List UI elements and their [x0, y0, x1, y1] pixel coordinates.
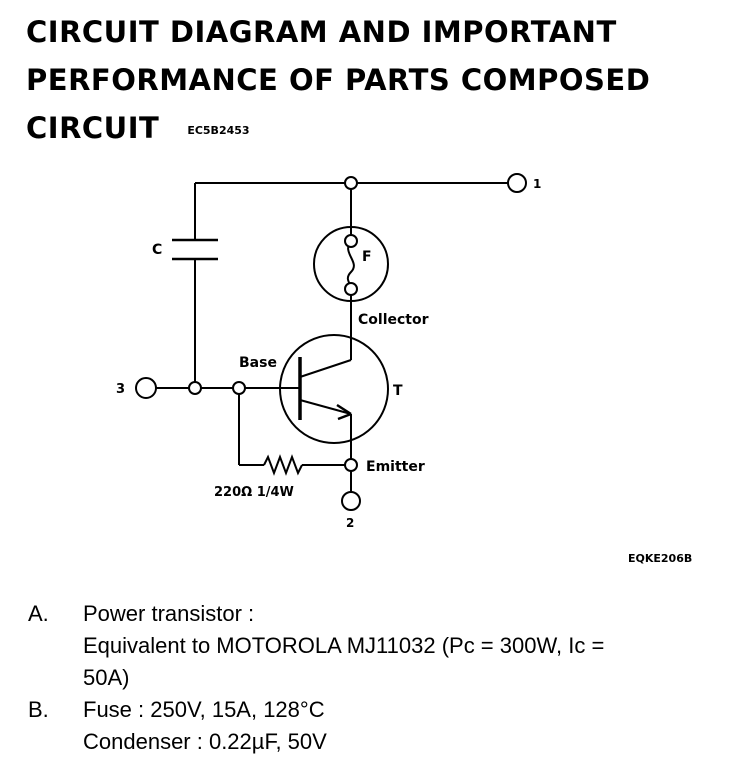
junction-nodes [188, 176, 358, 472]
transistor-symbol [279, 334, 389, 444]
spec-b-condenser: Condenser : 0.22µF, 50V [83, 729, 327, 754]
spec-body-a: Power transistor : Equivalent to MOTOROL… [83, 598, 738, 694]
transistor-emitter-lead [299, 399, 352, 415]
fuse-label: F [362, 249, 372, 265]
figure-code: EQKE206B [628, 552, 693, 565]
spec-a-line-3: 50A) [83, 665, 130, 690]
circuit-wires [156, 182, 508, 492]
spec-a-line-2: Equivalent to MOTOROLA MJ11032 (Pc = 300… [83, 633, 605, 658]
collector-label: Collector [358, 312, 429, 328]
page-title: CIRCUIT DIAGRAM AND IMPORTANT PERFORMANC… [26, 8, 736, 155]
parts-specifications: A. Power transistor : Equivalent to MOTO… [28, 598, 738, 758]
title-line-3-text: CIRCUIT [26, 111, 160, 145]
spec-item-b: B. Fuse : 250V, 15A, 128°C Condenser : 0… [28, 694, 738, 758]
spec-a-heading: Power transistor : [83, 601, 255, 626]
document-code: EC5B2453 [187, 124, 250, 137]
junction-base [232, 381, 246, 395]
title-line-2: PERFORMANCE OF PARTS COMPOSED [26, 63, 651, 97]
terminal-1-label: 1 [533, 177, 541, 191]
title-line-1: CIRCUIT DIAGRAM AND IMPORTANT [26, 15, 617, 49]
resistor-symbol [263, 454, 303, 476]
terminal-1-circle [507, 173, 527, 193]
terminal-3-circle [135, 377, 157, 399]
title-line-3: CIRCUIT EC5B2453 [26, 104, 736, 155]
junction-top [344, 176, 358, 190]
emitter-arrow-icon [336, 403, 352, 421]
base-label: Base [239, 355, 277, 371]
transistor-label: T [393, 383, 403, 399]
terminal-2-circle [341, 491, 361, 511]
terminal-3-label: 3 [116, 382, 125, 397]
spec-body-b: Fuse : 250V, 15A, 128°C Condenser : 0.22… [83, 694, 738, 758]
capacitor-label: C [152, 242, 162, 258]
capacitor-symbol [172, 238, 218, 261]
terminal-2-label: 2 [346, 516, 354, 530]
circuit-diagram: 1 3 2 C F T Collector Base Emitter 220Ω … [116, 173, 541, 530]
spec-item-a: A. Power transistor : Equivalent to MOTO… [28, 598, 738, 694]
junction-capacitor [188, 381, 202, 395]
fuse-element [346, 240, 355, 290]
transistor-collector-lead [299, 359, 352, 378]
junction-emitter [344, 458, 358, 472]
fuse-terminal-top [344, 234, 358, 248]
fuse-symbol [313, 226, 389, 302]
spec-letter-a: A. [28, 601, 49, 626]
spec-letter-b: B. [28, 697, 49, 722]
fuse-terminal-bottom [344, 282, 358, 296]
resistor-label: 220Ω 1/4W [214, 485, 294, 500]
emitter-label: Emitter [366, 459, 425, 475]
spec-b-fuse: Fuse : 250V, 15A, 128°C [83, 697, 325, 722]
terminals [135, 173, 527, 511]
